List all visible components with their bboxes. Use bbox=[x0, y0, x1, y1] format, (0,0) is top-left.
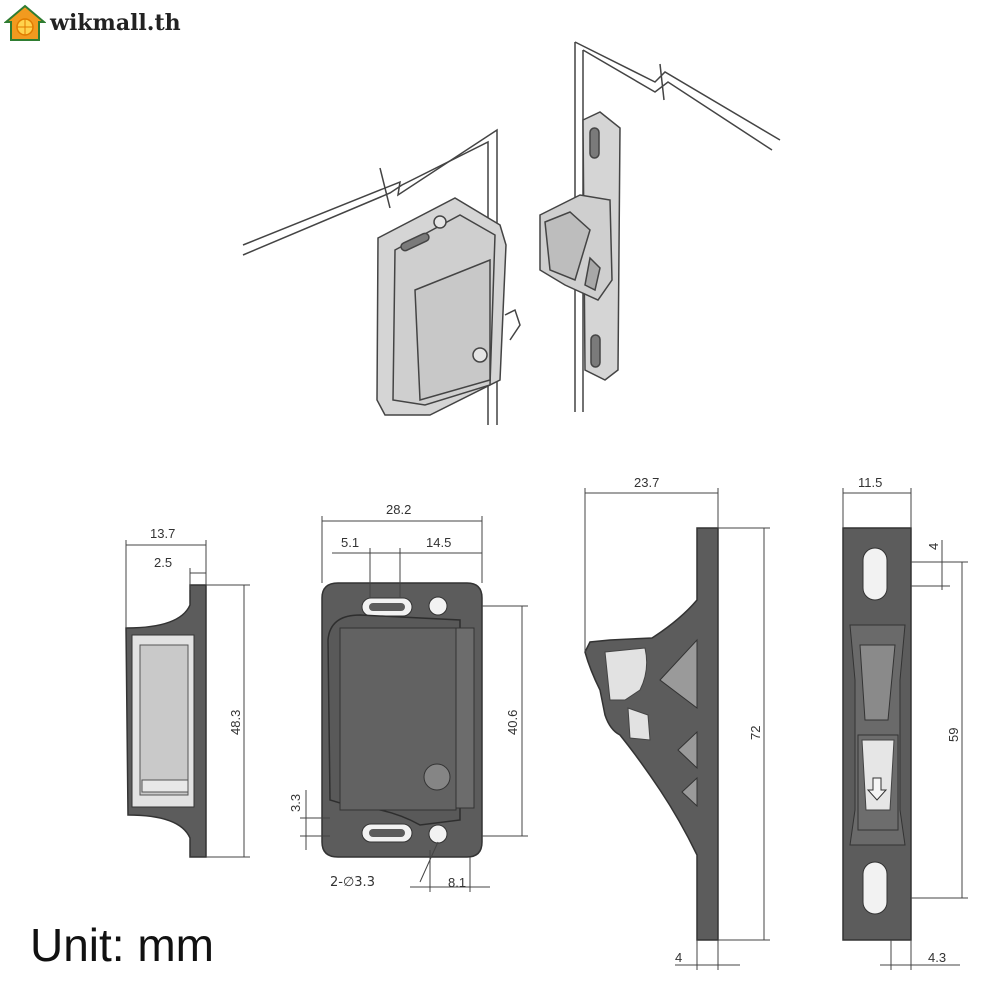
striker-front-view bbox=[842, 527, 912, 941]
dim-striker-front-spacing: 59 bbox=[946, 728, 961, 742]
striker-side-view bbox=[584, 527, 719, 941]
brand-name: wikmall.th bbox=[50, 10, 181, 36]
dim-front-width: 28.2 bbox=[386, 502, 411, 517]
side-view-dimensions bbox=[125, 540, 250, 858]
dim-striker-front-slot: 4 bbox=[926, 543, 941, 550]
brand-logo: wikmall.th bbox=[4, 4, 181, 42]
dim-side-height: 48.3 bbox=[228, 710, 243, 735]
dim-striker-front-width: 11.5 bbox=[858, 475, 882, 490]
dim-front-hole-spacing: 14.5 bbox=[426, 535, 451, 550]
striker-side-dimensions bbox=[584, 488, 770, 970]
dim-striker-front-bottom: 4.3 bbox=[928, 950, 946, 965]
front-view-dimensions bbox=[300, 516, 528, 892]
house-orange-icon bbox=[4, 4, 46, 41]
dim-striker-depth: 23.7 bbox=[634, 475, 659, 490]
isometric-illustration bbox=[242, 41, 781, 425]
dim-front-hole-note: 2-∅3.3 bbox=[330, 875, 375, 890]
latch-side-view bbox=[125, 584, 207, 858]
dim-side-lip: 2.5 bbox=[154, 555, 172, 570]
dim-front-hole-edge: 8.1 bbox=[448, 875, 466, 890]
dim-front-inner-height: 40.6 bbox=[505, 710, 520, 735]
unit-label: Unit: mm bbox=[30, 919, 214, 971]
dim-side-depth: 13.7 bbox=[150, 526, 175, 541]
latch-front-view bbox=[321, 582, 483, 858]
dim-striker-height: 72 bbox=[748, 726, 763, 740]
dim-front-left-offset: 5.1 bbox=[341, 535, 359, 550]
dim-striker-thickness: 4 bbox=[675, 950, 682, 965]
striker-front-dimensions bbox=[842, 488, 968, 970]
dim-front-bottom: 3.3 bbox=[288, 794, 303, 812]
